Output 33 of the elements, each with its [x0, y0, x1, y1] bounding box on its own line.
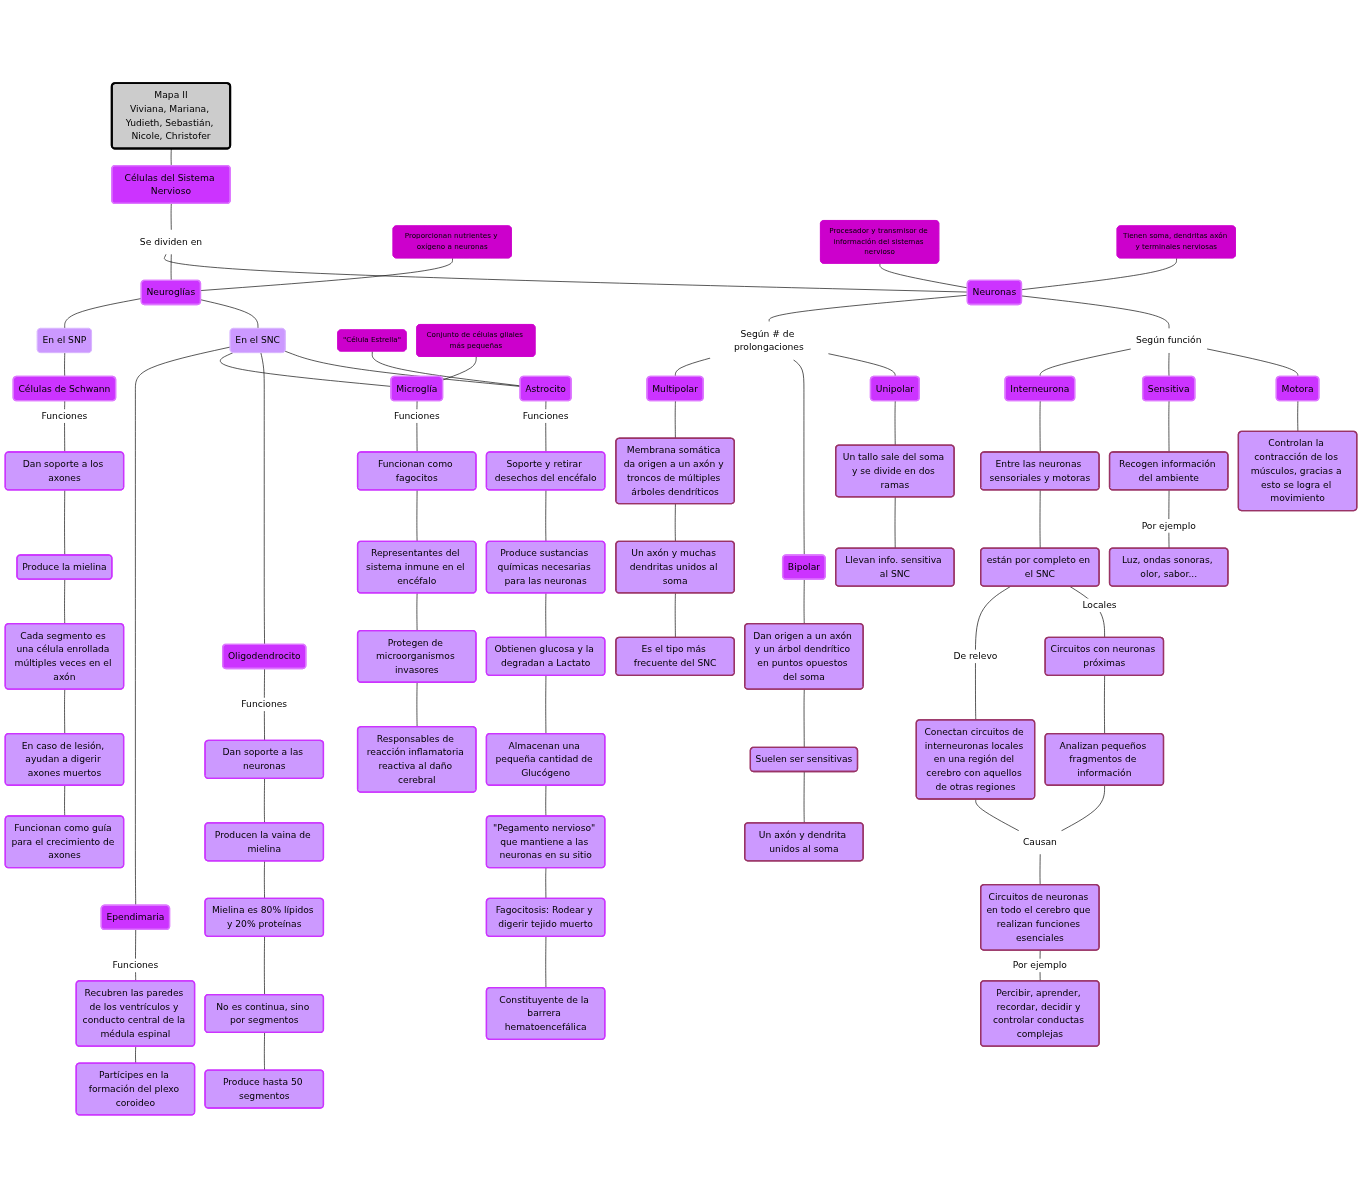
node-text: Causan [1022, 836, 1057, 847]
connector [768, 294, 968, 323]
edge-label: Funciones [241, 698, 288, 710]
connector [975, 798, 1020, 832]
connector [975, 586, 1011, 721]
connector [1021, 257, 1177, 290]
edge-label: Por ejemplo [1012, 959, 1067, 971]
edge-label: Funciones [393, 410, 440, 421]
connector [135, 1046, 137, 1064]
edge-label: Funciones [41, 410, 88, 421]
connector [200, 299, 259, 330]
connector [1061, 785, 1105, 832]
connector [64, 298, 142, 330]
node-text: Según función [1135, 334, 1202, 346]
node-text: Se dividen en [139, 236, 203, 247]
edge-label: Por ejemplo [1141, 520, 1196, 531]
edge-label: Locales [1082, 599, 1117, 611]
connector [170, 148, 172, 167]
connector [442, 356, 477, 381]
connector [1021, 295, 1170, 330]
connector [284, 350, 521, 387]
connector [1039, 348, 1132, 378]
edge-label: De relevo [953, 650, 998, 662]
connector [260, 352, 265, 645]
connector [264, 936, 265, 996]
connector [164, 254, 968, 293]
connector [135, 346, 231, 906]
edge-label: Funciones [522, 410, 569, 421]
connector [1104, 675, 1105, 735]
node-text: Según # de prolongaciones [733, 328, 804, 353]
edge-label: Funciones [112, 959, 159, 971]
connector [371, 351, 521, 387]
connector [200, 257, 453, 291]
